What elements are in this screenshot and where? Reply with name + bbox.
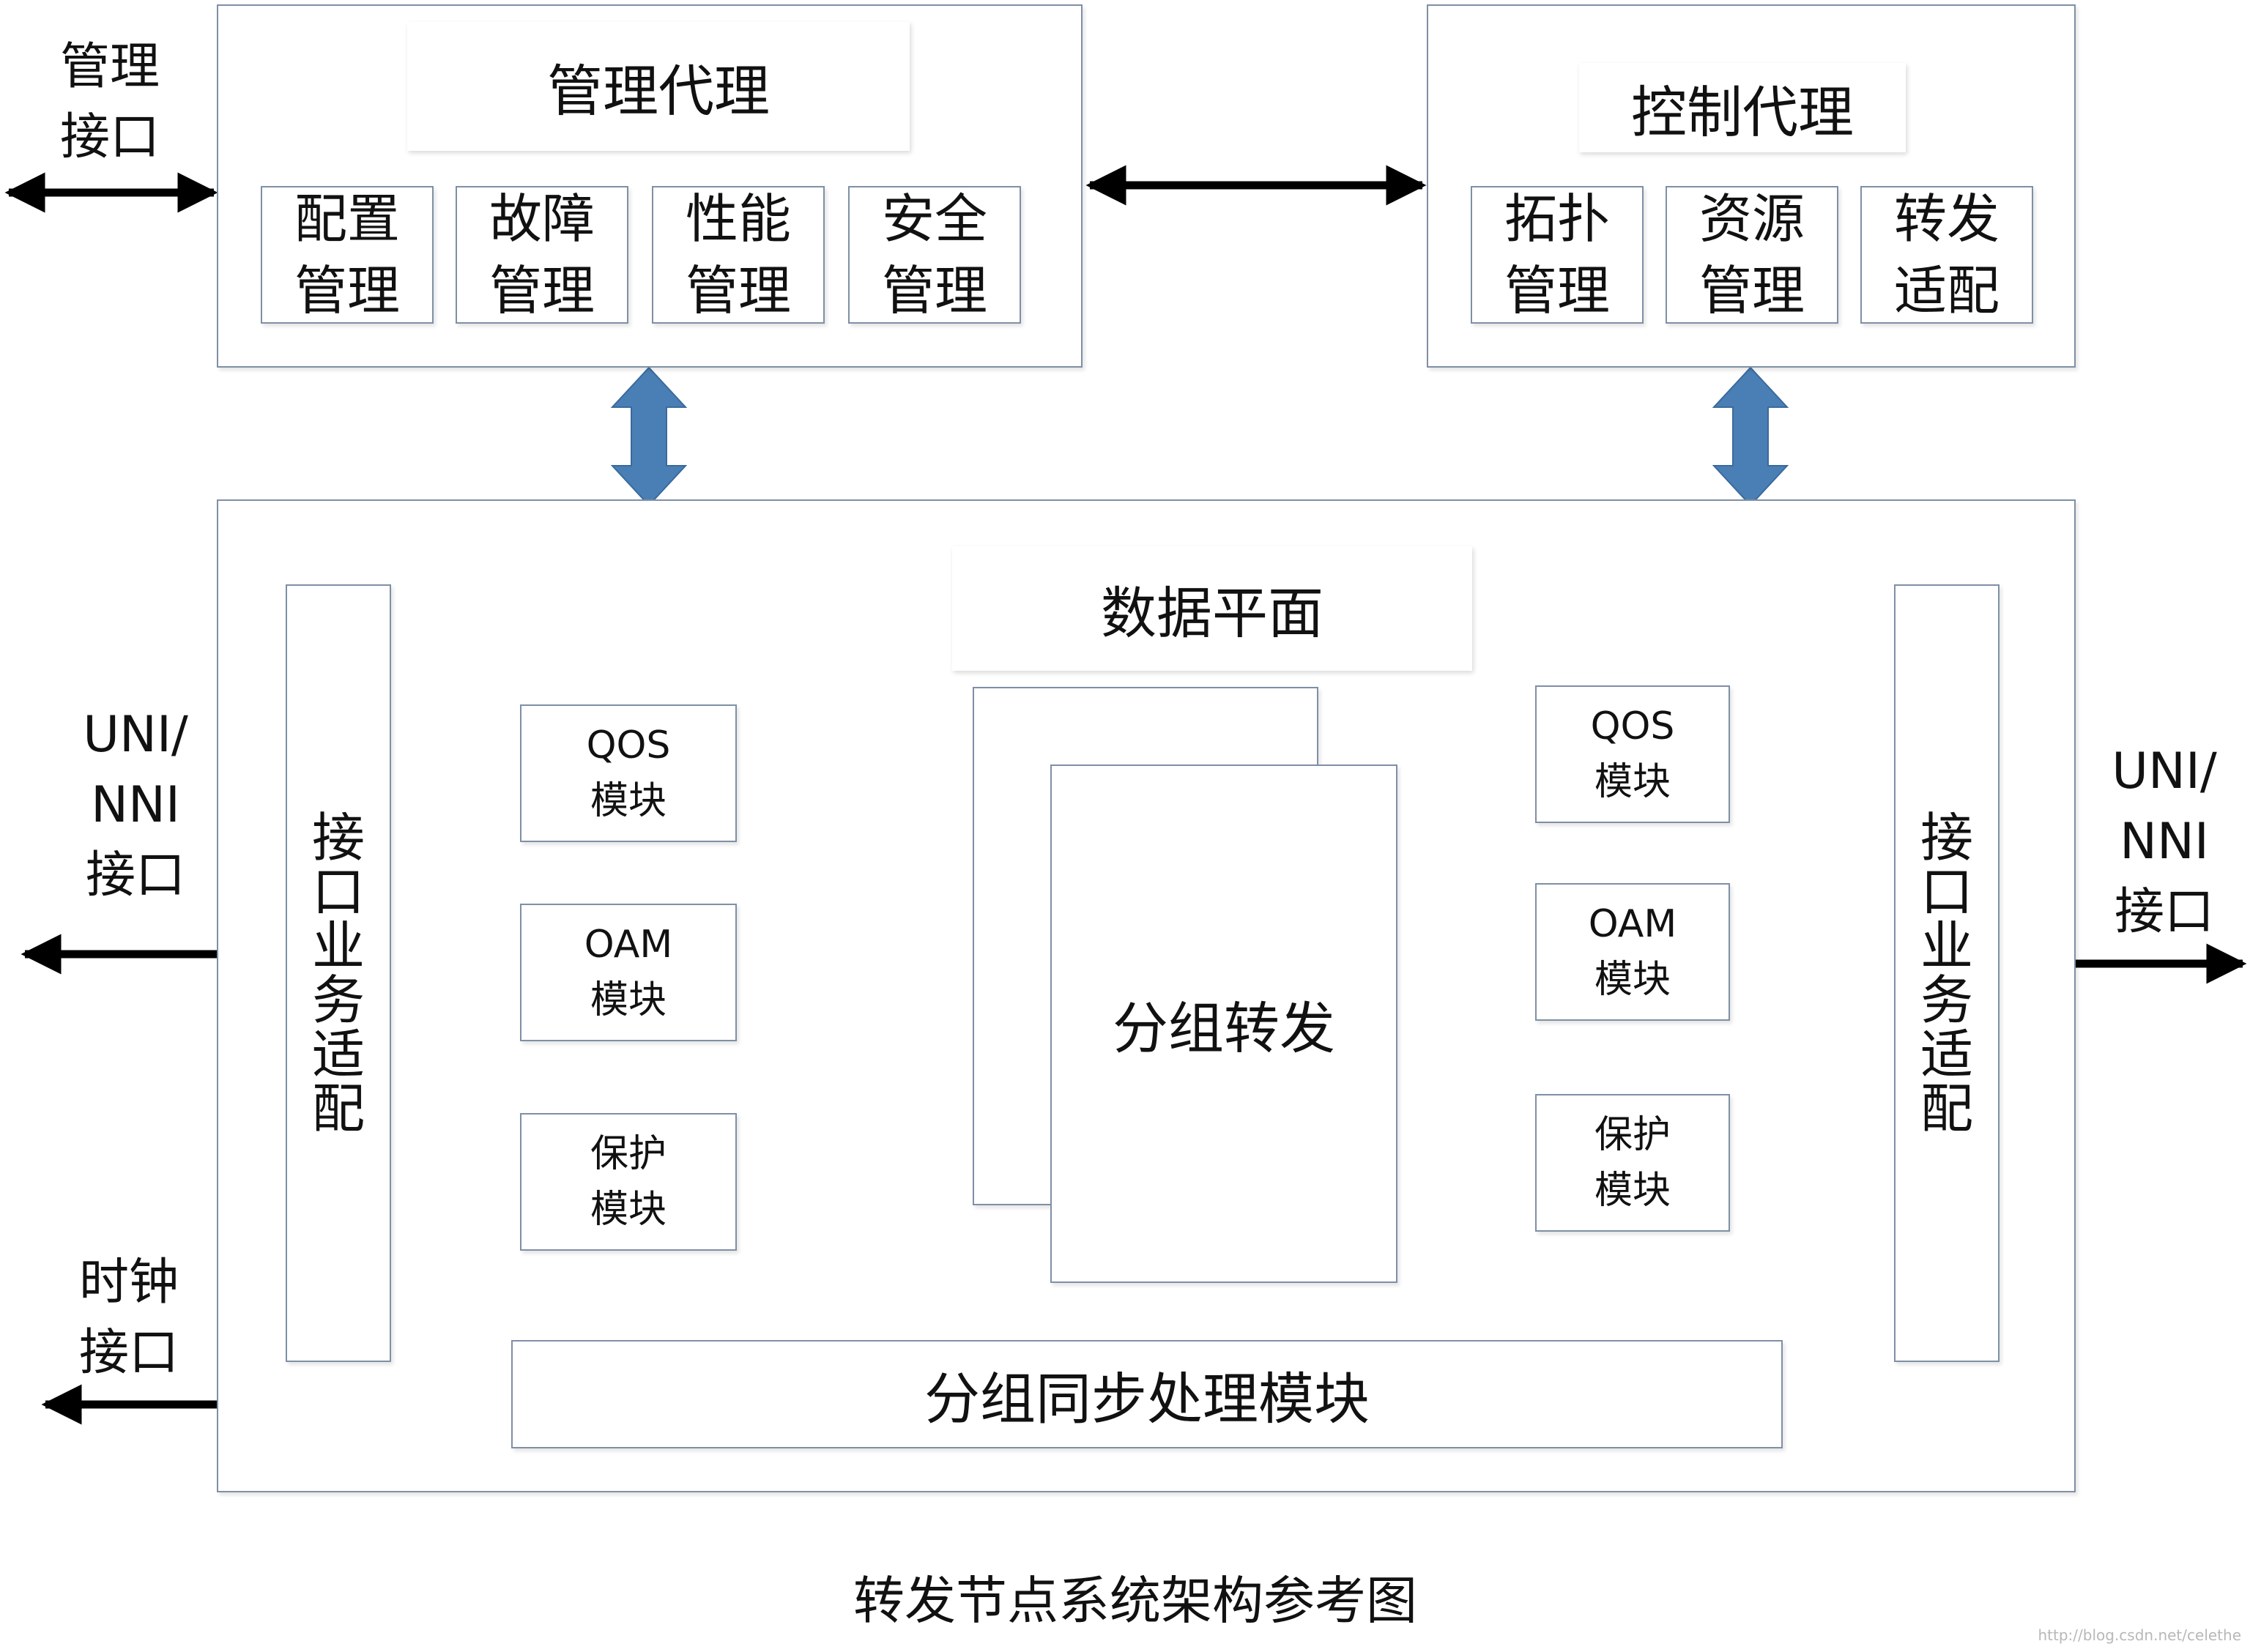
packet-forwarding-block: 分组转发 bbox=[1050, 764, 1397, 1283]
management-interface-label: 管理 接口 bbox=[59, 38, 160, 166]
left-uni-nni-label: UNI/ NNI 接口 bbox=[83, 706, 188, 904]
left-protection-module: 保护 模块 bbox=[520, 1113, 737, 1251]
left-oam-module: OAM 模块 bbox=[520, 904, 737, 1041]
packet-sync-module: 分组同步处理模块 bbox=[511, 1340, 1783, 1448]
management-agent-title: 管理代理 bbox=[407, 22, 910, 151]
left-interface-adapter: 接口业务适配 bbox=[286, 584, 391, 1362]
module-topology-management: 拓扑 管理 bbox=[1471, 186, 1644, 324]
module-security-management: 安全 管理 bbox=[848, 186, 1021, 324]
right-protection-module: 保护 模块 bbox=[1535, 1094, 1730, 1232]
right-qos-module: QOS 模块 bbox=[1535, 685, 1730, 823]
module-forwarding-adaptation: 转发 适配 bbox=[1860, 186, 2033, 324]
data-plane-title: 数据平面 bbox=[952, 546, 1472, 671]
module-performance-management: 性能 管理 bbox=[652, 186, 825, 324]
big-arrow-control-dataplane bbox=[1712, 366, 1789, 507]
right-interface-adapter: 接口业务适配 bbox=[1894, 584, 2000, 1362]
big-arrow-management-dataplane bbox=[610, 366, 688, 507]
right-uni-nni-label: UNI/ NNI 接口 bbox=[2112, 743, 2217, 941]
clock-interface-label: 时钟 接口 bbox=[78, 1254, 179, 1382]
module-fault-management: 故障 管理 bbox=[456, 186, 628, 324]
control-agent-title: 控制代理 bbox=[1579, 63, 1906, 152]
right-oam-module: OAM 模块 bbox=[1535, 883, 1730, 1021]
module-config-management: 配置 管理 bbox=[261, 186, 434, 324]
figure-caption: 转发节点系统架构参考图 bbox=[853, 1570, 1417, 1631]
left-qos-module: QOS 模块 bbox=[520, 704, 737, 842]
watermark-url: http://blog.csdn.net/celethe bbox=[2038, 1626, 2242, 1644]
module-resource-management: 资源 管理 bbox=[1666, 186, 1838, 324]
